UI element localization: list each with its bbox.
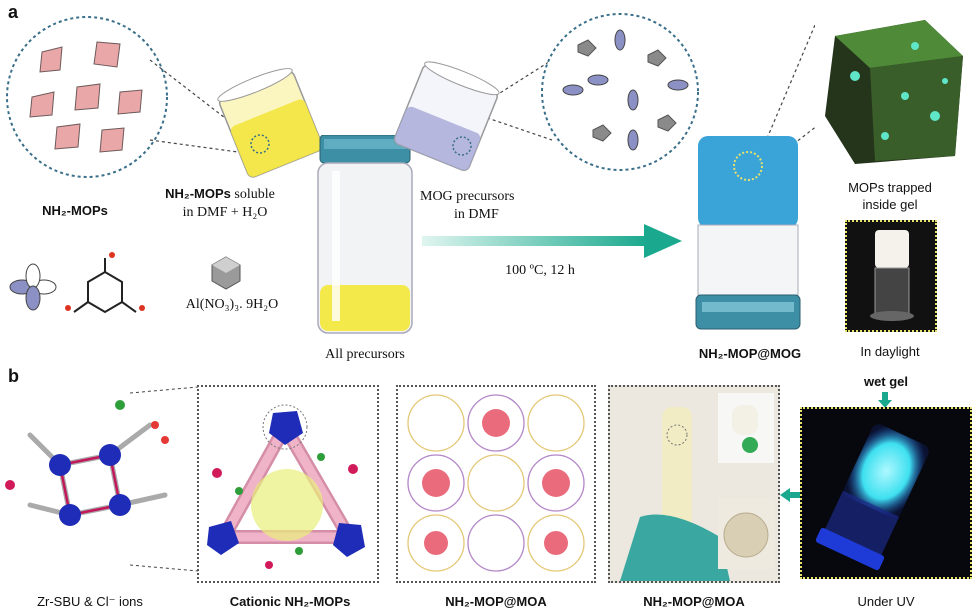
panel-b-letter: b xyxy=(8,366,19,386)
daylight-photo xyxy=(845,220,937,332)
mop-packing-spheres xyxy=(407,394,585,572)
trapped-line2: inside gel xyxy=(862,197,918,212)
orbital-icon xyxy=(9,263,57,311)
uv-vial xyxy=(815,424,929,571)
panel-a-letter: a xyxy=(8,2,19,22)
uv-photo xyxy=(800,407,972,579)
all-precursors-vial xyxy=(317,135,413,334)
zr-sbu-label: Zr-SBU & Cl⁻ ions xyxy=(37,594,143,609)
al-cluster-icon xyxy=(211,256,241,290)
cationic-mop-box xyxy=(197,385,379,583)
gel-vial xyxy=(695,136,801,330)
daylight-label: In daylight xyxy=(860,344,920,359)
gel-cube-photo xyxy=(815,6,965,166)
wet-gel-arrow xyxy=(878,392,892,408)
moa-photo-box xyxy=(608,385,780,583)
nh2-mops-label: NH₂-MOPs xyxy=(42,203,108,218)
reaction-arrow xyxy=(422,224,682,258)
salt-label: Al(NO₃)₃. 9H₂O xyxy=(185,297,279,312)
nh2-mops-zoom-circle xyxy=(6,16,168,178)
uv-to-moa-arrow xyxy=(780,488,802,502)
under-uv-label: Under UV xyxy=(857,594,915,609)
all-precursors-label: All precursors xyxy=(325,347,405,362)
zoom-connector-b xyxy=(130,386,199,572)
mog-precursors-line1: MOG precursors xyxy=(420,189,515,204)
moa-label-1: NH₂-MOP@MOA xyxy=(445,594,547,609)
btc-linker-icon xyxy=(65,252,145,314)
cationic-label: Cationic NH₂-MOPs xyxy=(229,594,351,609)
tetrahedron-model xyxy=(207,404,365,569)
moa-packing-box xyxy=(396,385,596,583)
wet-gel-label: wet gel xyxy=(863,374,909,389)
trapped-line1: MOPs trapped xyxy=(848,180,932,195)
soluble-label: NH₂-MOPs soluble xyxy=(140,185,300,203)
product-label: NH₂-MOP@MOG xyxy=(698,346,802,361)
zr-sbu-structure xyxy=(5,400,169,526)
soluble-solvent-label: in DMF + H₂O xyxy=(182,205,268,220)
blue-beaker xyxy=(393,61,500,172)
soluble-mops-name: NH₂-MOPs xyxy=(165,186,231,201)
mog-precursors-line2: in DMF xyxy=(454,207,499,222)
conditions-label: 100 ºC, 12 h xyxy=(505,263,575,278)
mog-precursors-zoom-circle xyxy=(541,13,699,171)
daylight-vial xyxy=(870,230,914,321)
moa-label-2: NH₂-MOP@MOA xyxy=(643,594,745,609)
yellow-beaker xyxy=(217,68,323,178)
soluble-word: soluble xyxy=(230,187,275,202)
moa-photo xyxy=(610,387,778,581)
